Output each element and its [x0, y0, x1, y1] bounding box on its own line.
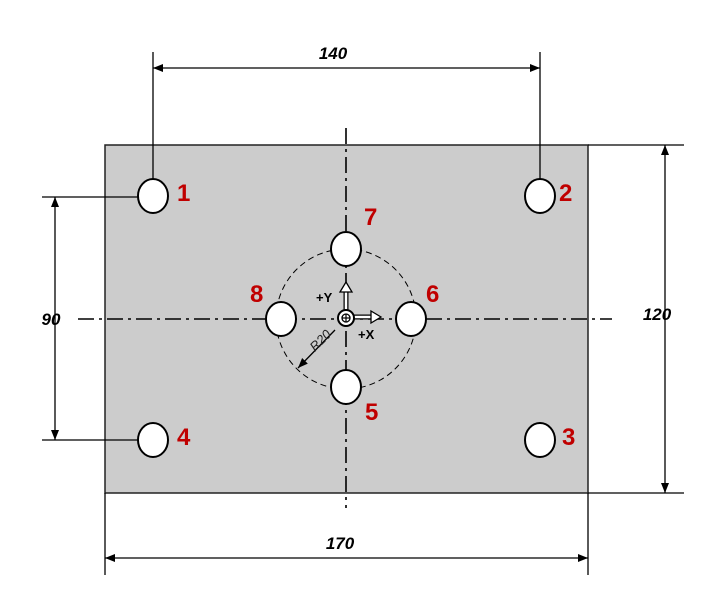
radius-leader: [297, 329, 336, 369]
hole-1: [137, 178, 169, 214]
hole-label-8: 8: [250, 281, 263, 308]
hole-label-7: 7: [364, 204, 377, 231]
right-dimension-value: 120: [643, 305, 672, 324]
hole-label-3: 3: [562, 424, 575, 451]
hole-5: [330, 369, 362, 405]
left-dimension-value: 90: [42, 310, 61, 329]
hole-label-6: 6: [426, 281, 439, 308]
hole-3: [524, 422, 556, 458]
hole-6: [395, 301, 427, 337]
plus-y-label: +Y: [316, 290, 333, 305]
hole-8: [265, 301, 297, 337]
hole-2: [524, 178, 556, 214]
plus-x-label: +X: [358, 327, 375, 342]
hole-7: [330, 231, 362, 267]
hole-label-1: 1: [177, 180, 190, 207]
plus-x-arrow-head: [370, 309, 383, 325]
hole-label-2: 2: [559, 180, 572, 207]
hole-label-5: 5: [365, 399, 378, 426]
bottom-dimension-value: 170: [326, 534, 355, 553]
hole-4: [137, 422, 169, 458]
plus-y-arrow-head: [338, 280, 354, 293]
top-dimension-value: 140: [319, 44, 348, 63]
hole-label-4: 4: [177, 424, 191, 451]
